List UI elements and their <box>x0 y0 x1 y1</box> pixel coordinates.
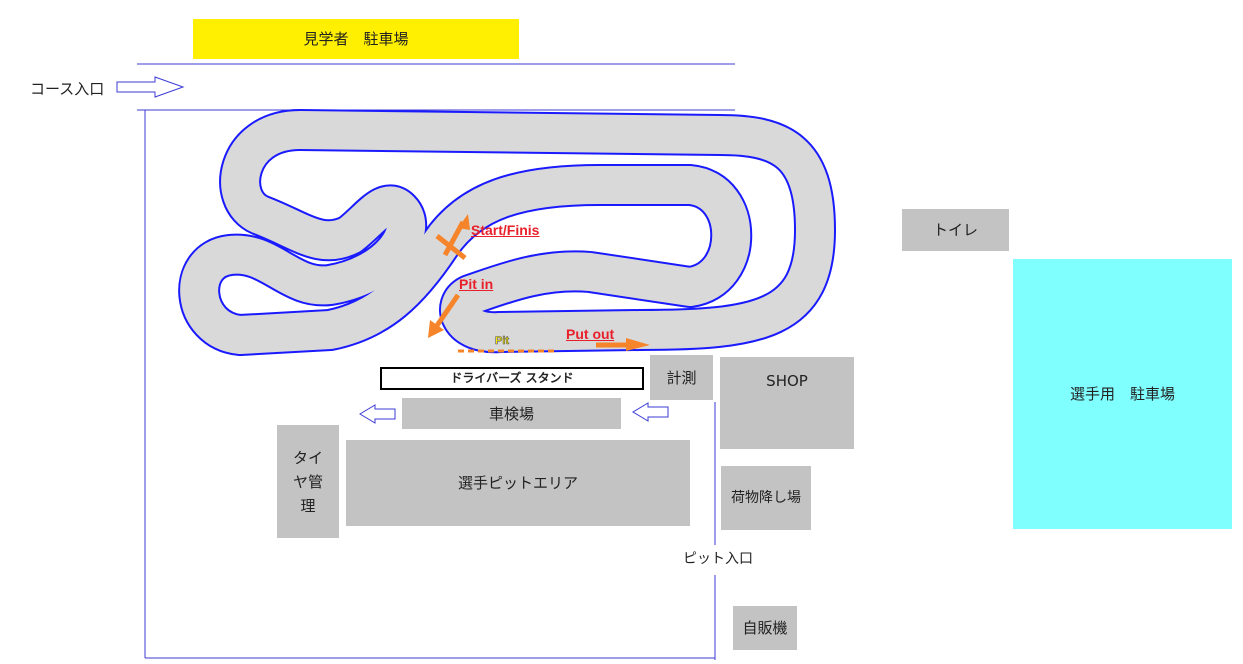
inspection-area: 車検場 <box>402 398 621 429</box>
driver-pit-area: 選手ピットエリア <box>346 440 690 526</box>
race-track <box>178 109 836 356</box>
pit-entrance-label: ピット入口 <box>683 551 753 567</box>
start-finish-label: Start/Finis <box>471 222 540 238</box>
course-entrance-arrow <box>116 76 185 98</box>
pit-in-arrow <box>428 293 461 338</box>
start-finish-marker <box>435 214 470 260</box>
timing-booth: 計測 <box>650 355 713 400</box>
left-arrow-icon <box>632 402 669 422</box>
put-out-arrow <box>596 338 650 351</box>
toilet: トイレ <box>902 209 1009 251</box>
left-arrow-icon <box>359 404 396 424</box>
driver-parking: 選手用 駐車場 <box>1013 259 1232 529</box>
vending-machine: 自販機 <box>733 606 797 650</box>
drivers-stand: ドライバーズ スタンド <box>380 367 644 390</box>
put-out-label: Put out <box>566 326 615 342</box>
spectator-parking: 見学者 駐車場 <box>193 19 519 59</box>
course-entrance-label: コース入口 <box>30 80 105 98</box>
pit-in-label: Pit in <box>459 276 494 292</box>
boundary-lines <box>137 63 735 660</box>
unloading-area: 荷物降し場 <box>721 466 811 530</box>
shop: SHOP <box>720 357 854 449</box>
tire-management: タイヤ管理 <box>277 425 339 538</box>
pit-label: Pit <box>495 335 510 348</box>
hollow-arrows <box>116 76 669 424</box>
